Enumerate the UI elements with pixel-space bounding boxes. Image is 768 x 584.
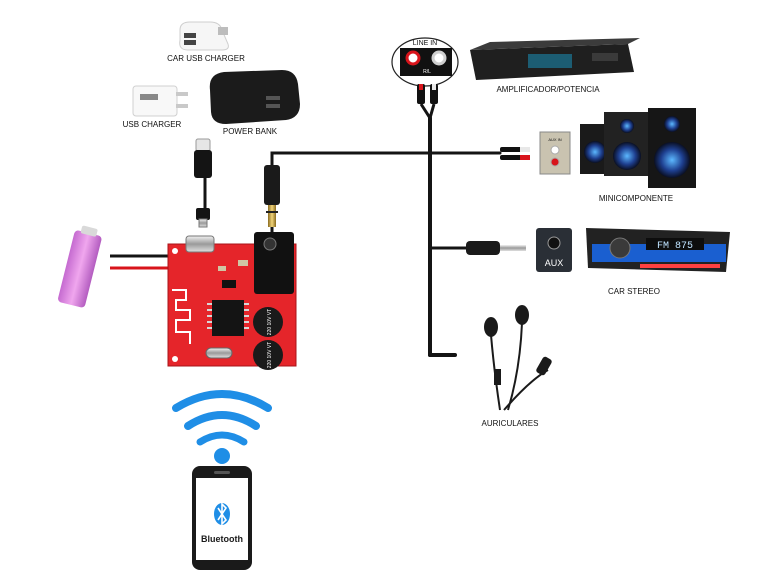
rca-plugs-minicomponent — [500, 147, 530, 160]
battery-18650-icon — [58, 225, 102, 308]
aux-plug-car-icon — [466, 241, 526, 255]
battery-wires — [110, 254, 168, 270]
bluetooth-audio-board — [167, 232, 297, 370]
usb-charger-icon — [132, 85, 188, 117]
rca-plugs-amplifier — [417, 84, 438, 122]
micro-usb-plug-icon — [194, 138, 212, 228]
line-in-panel — [391, 37, 459, 87]
amplifier-label: AMPLIFICADOR/POTENCIA — [496, 85, 600, 94]
rl-label: R/L — [423, 69, 431, 75]
minicomponent-icon — [580, 108, 696, 188]
smartphone-icon — [192, 466, 252, 570]
earphones-label: AURICULARES — [482, 419, 539, 428]
wireless-signal-icon — [172, 390, 272, 464]
power-bank-icon — [209, 70, 300, 124]
car-stereo-icon — [586, 228, 730, 272]
aux-port-icon — [536, 228, 572, 272]
radio-display-text: FM 875 — [657, 241, 693, 252]
power-bank-label: POWER BANK — [223, 127, 278, 136]
aux-in-label: AUX IN — [548, 137, 561, 142]
capacitor-label-1: 220 10V VT — [267, 309, 273, 335]
bluetooth-label: Bluetooth — [201, 534, 243, 544]
car-stereo-label: CAR STEREO — [608, 287, 660, 296]
usb-charger-label: USB CHARGER — [123, 120, 182, 129]
aux-label: AUX — [545, 258, 564, 268]
car-usb-charger-icon — [179, 21, 229, 51]
minicomponent-label: MINICOMPONENTE — [599, 194, 673, 203]
aux-plug-board-icon — [264, 165, 280, 227]
line-in-label: LINE IN — [413, 40, 438, 47]
amplifier-icon — [470, 38, 640, 80]
capacitor-label-2: 220 10V VT — [267, 342, 273, 368]
car-usb-charger-label: CAR USB CHARGER — [167, 54, 245, 63]
aux-in-panel-minicomponent — [539, 131, 571, 175]
earphones-icon — [484, 305, 552, 411]
